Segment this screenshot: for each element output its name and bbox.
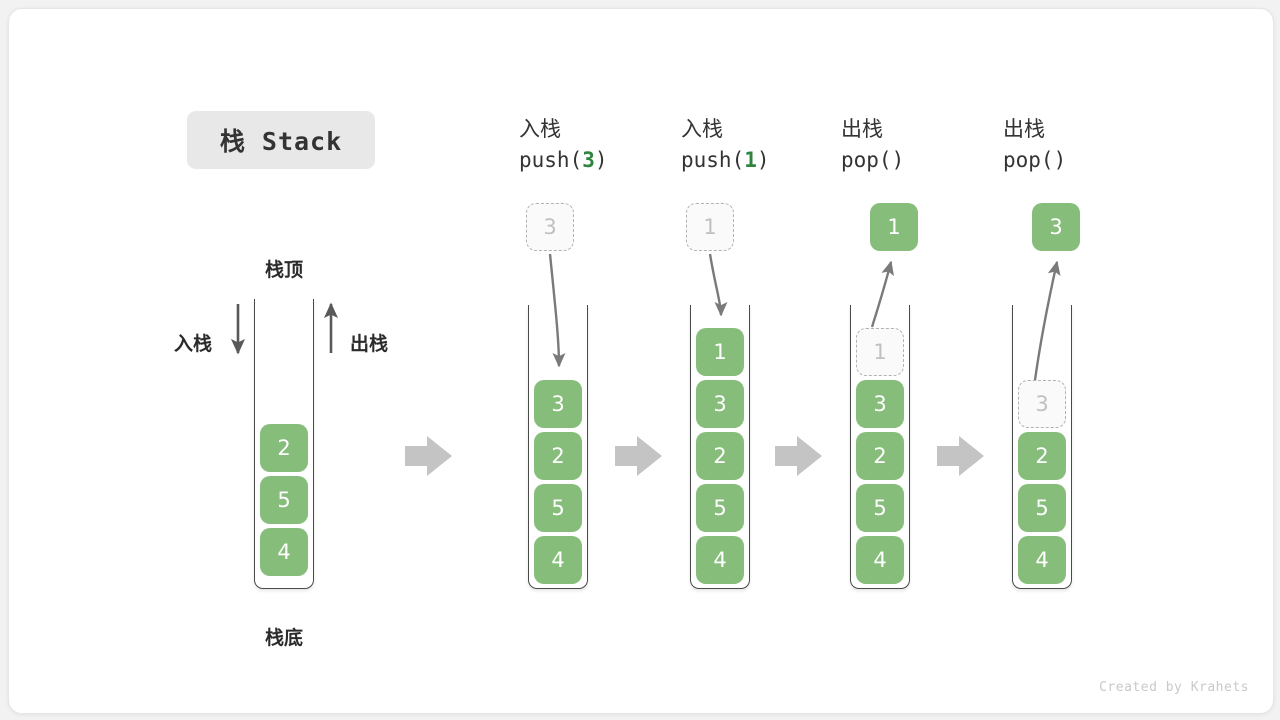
stack-cell: 2 xyxy=(696,432,744,480)
code-prefix: push( xyxy=(681,148,745,172)
stack-cell: 4 xyxy=(534,536,582,584)
credit-text: Created by Krahets xyxy=(1099,680,1249,695)
push-side-label: 入栈 xyxy=(174,333,213,355)
code-arg: 3 xyxy=(582,148,595,172)
stack-cell-ghost: 1 xyxy=(856,328,904,376)
flow-arrow-3 xyxy=(775,436,822,476)
operation-label-pop-3: 出栈 pop() xyxy=(1003,114,1066,176)
stack-cell: 3 xyxy=(534,380,582,428)
code-prefix: pop( xyxy=(1003,148,1054,172)
stack-cell: 5 xyxy=(534,484,582,532)
incoming-ghost-box-1: 1 xyxy=(686,203,734,251)
operation-label-push-3: 入栈 push(3) xyxy=(519,114,608,176)
code-suffix: ) xyxy=(756,148,770,172)
popped-box-1: 1 xyxy=(870,203,918,251)
code-suffix: ) xyxy=(891,148,905,172)
stack-cell: 4 xyxy=(696,536,744,584)
pop-side-label: 出栈 xyxy=(350,333,389,355)
stack-cell-ghost: 3 xyxy=(1018,380,1066,428)
flow-arrow-1 xyxy=(405,436,452,476)
stack-tube-pop-3 xyxy=(1012,305,1072,589)
incoming-ghost-box-3: 3 xyxy=(526,203,574,251)
stack-cell: 2 xyxy=(534,432,582,480)
stack-tube-push-3 xyxy=(528,305,588,589)
code-suffix: ) xyxy=(594,148,608,172)
stack-tube-pop-1 xyxy=(850,305,910,589)
page-title: 栈 Stack xyxy=(187,111,375,169)
stack-cell: 4 xyxy=(260,528,308,576)
stack-cell: 5 xyxy=(1018,484,1066,532)
code-arg: 1 xyxy=(744,148,757,172)
operation-cn-push-1: 入栈 xyxy=(681,117,723,141)
code-prefix: push( xyxy=(519,148,583,172)
stack-cell: 4 xyxy=(1018,536,1066,584)
stack-tube-push-1 xyxy=(690,305,750,589)
operation-cn-pop-1: 出栈 xyxy=(841,117,883,141)
diagram-card: 栈 Stack 栈顶 栈底 入栈 出栈 2 5 4 入栈 push(3) 3 3… xyxy=(8,8,1274,714)
page-title-text: 栈 Stack xyxy=(219,127,343,156)
operation-code-push-1: push(1) xyxy=(681,145,770,176)
stack-cell: 4 xyxy=(856,536,904,584)
code-prefix: pop( xyxy=(841,148,892,172)
code-suffix: ) xyxy=(1053,148,1067,172)
flow-arrow-2 xyxy=(615,436,662,476)
stack-top-label: 栈顶 xyxy=(265,259,304,281)
diagram-stage: 栈 Stack 栈顶 栈底 入栈 出栈 2 5 4 入栈 push(3) 3 3… xyxy=(9,9,1273,713)
stack-cell: 2 xyxy=(856,432,904,480)
stack-cell: 3 xyxy=(856,380,904,428)
stack-cell: 5 xyxy=(696,484,744,532)
stack-cell: 2 xyxy=(260,424,308,472)
stack-cell: 2 xyxy=(1018,432,1066,480)
popped-box-3: 3 xyxy=(1032,203,1080,251)
operation-cn-push-3: 入栈 xyxy=(519,117,561,141)
operation-label-push-1: 入栈 push(1) xyxy=(681,114,770,176)
operation-code-pop-1: pop() xyxy=(841,145,904,176)
stack-cell: 1 xyxy=(696,328,744,376)
operation-code-push-3: push(3) xyxy=(519,145,608,176)
stack-cell: 5 xyxy=(856,484,904,532)
operation-label-pop-1: 出栈 pop() xyxy=(841,114,904,176)
operation-cn-pop-3: 出栈 xyxy=(1003,117,1045,141)
stack-cell: 5 xyxy=(260,476,308,524)
stack-tube-initial xyxy=(254,299,314,589)
stack-bottom-label: 栈底 xyxy=(265,627,304,649)
stack-cell: 3 xyxy=(696,380,744,428)
operation-code-pop-3: pop() xyxy=(1003,145,1066,176)
flow-arrow-4 xyxy=(937,436,984,476)
